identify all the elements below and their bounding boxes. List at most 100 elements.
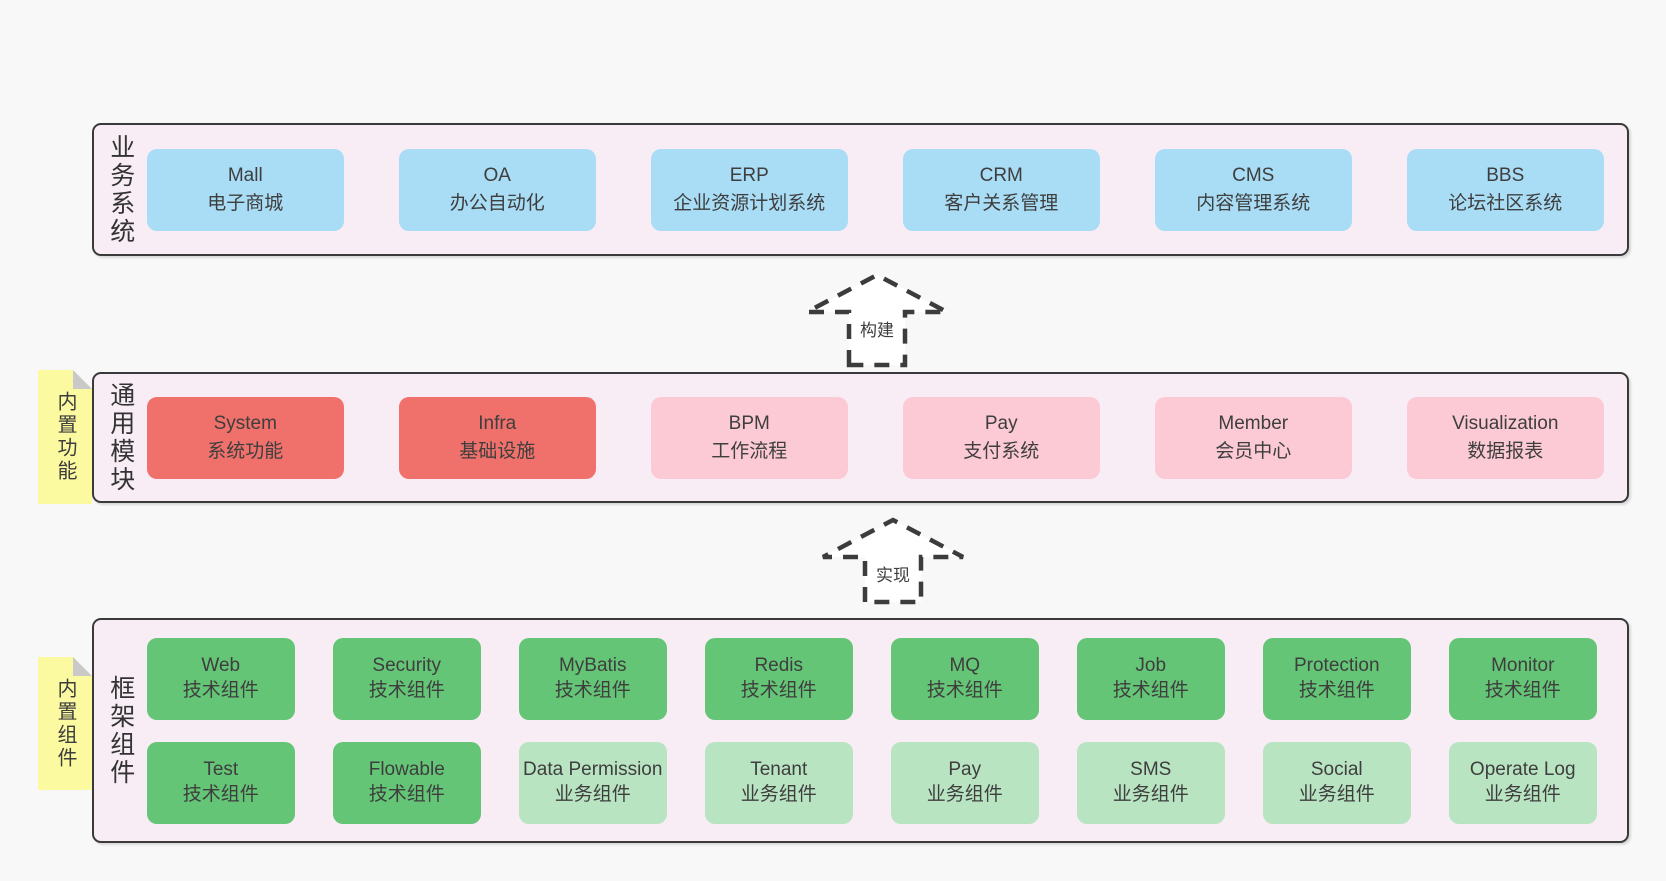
system-box-erp: ERP 企业资源计划系统 [650, 148, 848, 231]
box-subtitle: 技术组件 [740, 679, 817, 701]
component-box-mq: MQ 技术组件 [890, 637, 1039, 720]
box-subtitle: 办公自动化 [449, 192, 545, 214]
box-title: Social [1310, 758, 1363, 780]
box-subtitle: 业务组件 [1112, 783, 1189, 805]
component-box-pay: Pay 业务组件 [890, 741, 1039, 824]
box-subtitle: 基础设施 [459, 440, 536, 462]
component-box-operate-log: Operate Log 业务组件 [1448, 741, 1597, 824]
system-box-crm: CRM 客户关系管理 [902, 148, 1100, 231]
dashed-up-arrow-icon [821, 517, 965, 605]
module-box-bpm: BPM 工作流程 [650, 396, 848, 479]
box-title: Monitor [1491, 654, 1555, 676]
box-subtitle: 技术组件 [182, 783, 259, 805]
arrow-label: 实现 [873, 561, 913, 586]
box-subtitle: 论坛社区系统 [1448, 192, 1563, 214]
system-box-oa: OA 办公自动化 [398, 148, 596, 231]
arrow-implement: 实现 [813, 515, 973, 605]
system-box-bbs: BBS 论坛社区系统 [1406, 148, 1604, 231]
box-subtitle: 技术组件 [1298, 679, 1375, 701]
box-subtitle: 业务组件 [1298, 783, 1375, 805]
box-title: Visualization [1452, 412, 1559, 434]
module-box-system: System 系统功能 [146, 396, 344, 479]
box-title: Redis [754, 654, 804, 676]
box-subtitle: 技术组件 [926, 679, 1003, 701]
box-title: BBS [1486, 164, 1525, 186]
component-box-test: Test 技术组件 [146, 741, 295, 824]
component-box-tenant: Tenant 业务组件 [704, 741, 853, 824]
sticky-note-label: 内置组件 [54, 677, 76, 770]
box-subtitle: 技术组件 [368, 679, 445, 701]
box-title: Pay [948, 758, 982, 780]
box-title: Security [372, 654, 442, 676]
component-box-redis: Redis 技术组件 [704, 637, 853, 720]
arrow-build: 构建 [797, 270, 957, 368]
box-title: Mall [227, 164, 263, 186]
component-box-data-permission: Data Permission 业务组件 [518, 741, 667, 824]
box-subtitle: 支付系统 [963, 440, 1040, 462]
box-subtitle: 会员中心 [1215, 440, 1292, 462]
box-title: MyBatis [558, 654, 627, 676]
component-box-flowable: Flowable 技术组件 [332, 741, 481, 824]
box-subtitle: 业务组件 [554, 783, 631, 805]
box-subtitle: 工作流程 [711, 440, 788, 462]
box-subtitle: 技术组件 [368, 783, 445, 805]
section-business-systems: 业务系统 Mall 电子商城 OA 办公自动化 ERP 企业资源计划系统 CRM 客户关系管理… [92, 123, 1629, 256]
arrow-label: 构建 [857, 316, 897, 341]
box-subtitle: 业务组件 [1484, 783, 1561, 805]
section-rows: Mall 电子商城 OA 办公自动化 ERP 企业资源计划系统 CRM 客户关系管理 CMS 内容… [146, 148, 1609, 231]
box-subtitle: 系统功能 [207, 440, 284, 462]
sticky-note-built-in-features: 内置功能 [38, 370, 92, 504]
sticky-note-built-in-components: 内置组件 [38, 657, 92, 790]
box-title: OA [483, 164, 511, 186]
component-box-job: Job 技术组件 [1076, 637, 1225, 720]
box-subtitle: 技术组件 [1112, 679, 1189, 701]
section-label: 通用模块 [106, 381, 135, 494]
box-title: Job [1135, 654, 1167, 676]
box-title: Web [201, 654, 241, 676]
box-subtitle: 客户关系管理 [944, 192, 1059, 214]
section-label: 框架组件 [106, 674, 135, 787]
box-title: Data Permission [523, 758, 663, 780]
box-title: Protection [1293, 654, 1380, 676]
module-row: Mall 电子商城 OA 办公自动化 ERP 企业资源计划系统 CRM 客户关系管理 CMS 内容… [146, 148, 1609, 231]
section-label: 业务系统 [106, 133, 135, 246]
box-subtitle: 内容管理系统 [1196, 192, 1311, 214]
box-title: Tenant [750, 758, 808, 780]
module-box-visualization: Visualization 数据报表 [1406, 396, 1604, 479]
box-subtitle: 数据报表 [1467, 440, 1544, 462]
system-box-cms: CMS 内容管理系统 [1154, 148, 1352, 231]
box-subtitle: 业务组件 [740, 783, 817, 805]
box-title: Member [1218, 412, 1289, 434]
box-title: CRM [979, 164, 1023, 186]
box-title: Test [203, 758, 239, 780]
box-title: ERP [729, 164, 769, 186]
box-title: System [213, 412, 277, 434]
module-box-member: Member 会员中心 [1154, 396, 1352, 479]
box-subtitle: 业务组件 [926, 783, 1003, 805]
box-title: MQ [949, 654, 981, 676]
box-title: Operate Log [1469, 758, 1576, 780]
box-subtitle: 电子商城 [207, 192, 284, 214]
box-title: BPM [728, 412, 770, 434]
box-subtitle: 企业资源计划系统 [673, 192, 826, 214]
box-subtitle: 技术组件 [1484, 679, 1561, 701]
box-title: Infra [478, 412, 517, 434]
box-title: CMS [1232, 164, 1275, 186]
box-title: Flowable [368, 758, 445, 780]
module-box-infra: Infra 基础设施 [398, 396, 596, 479]
component-box-social: Social 业务组件 [1262, 741, 1411, 824]
sticky-note-label: 内置功能 [54, 391, 76, 483]
component-box-protection: Protection 技术组件 [1262, 637, 1411, 720]
system-box-mall: Mall 电子商城 [146, 148, 344, 231]
